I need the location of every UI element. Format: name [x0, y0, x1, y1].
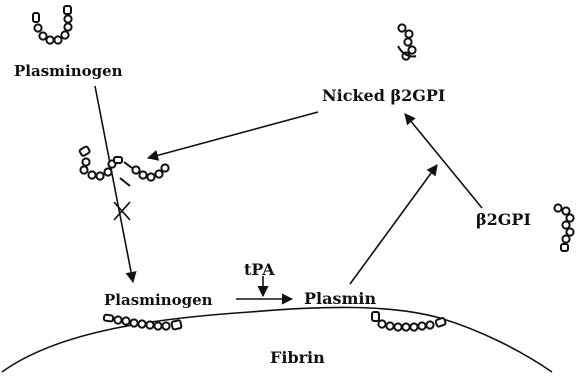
plasminogen-top-molecule [33, 6, 72, 44]
label-plasmin: Plasmin [304, 291, 376, 307]
label-tpa: tPA [244, 262, 275, 278]
plasmin-molecule [372, 312, 446, 331]
label-b2gpi: β2GPI [476, 212, 531, 228]
inhibition-cross [114, 202, 130, 220]
complex-molecule [79, 146, 169, 186]
label-nicked-b2gpi: Nicked β2GPI [322, 88, 445, 104]
b2gpi-molecule [554, 204, 573, 251]
nicked-b2gpi-molecule [398, 24, 416, 59]
label-plasminogen-bottom: Plasminogen [104, 293, 213, 308]
label-plasminogen-top: Plasminogen [14, 64, 123, 79]
arrow-nicked-to-complex [148, 112, 318, 158]
label-fibrin: Fibrin [270, 350, 325, 366]
arrow-plasmin-to-nicked [350, 165, 437, 284]
